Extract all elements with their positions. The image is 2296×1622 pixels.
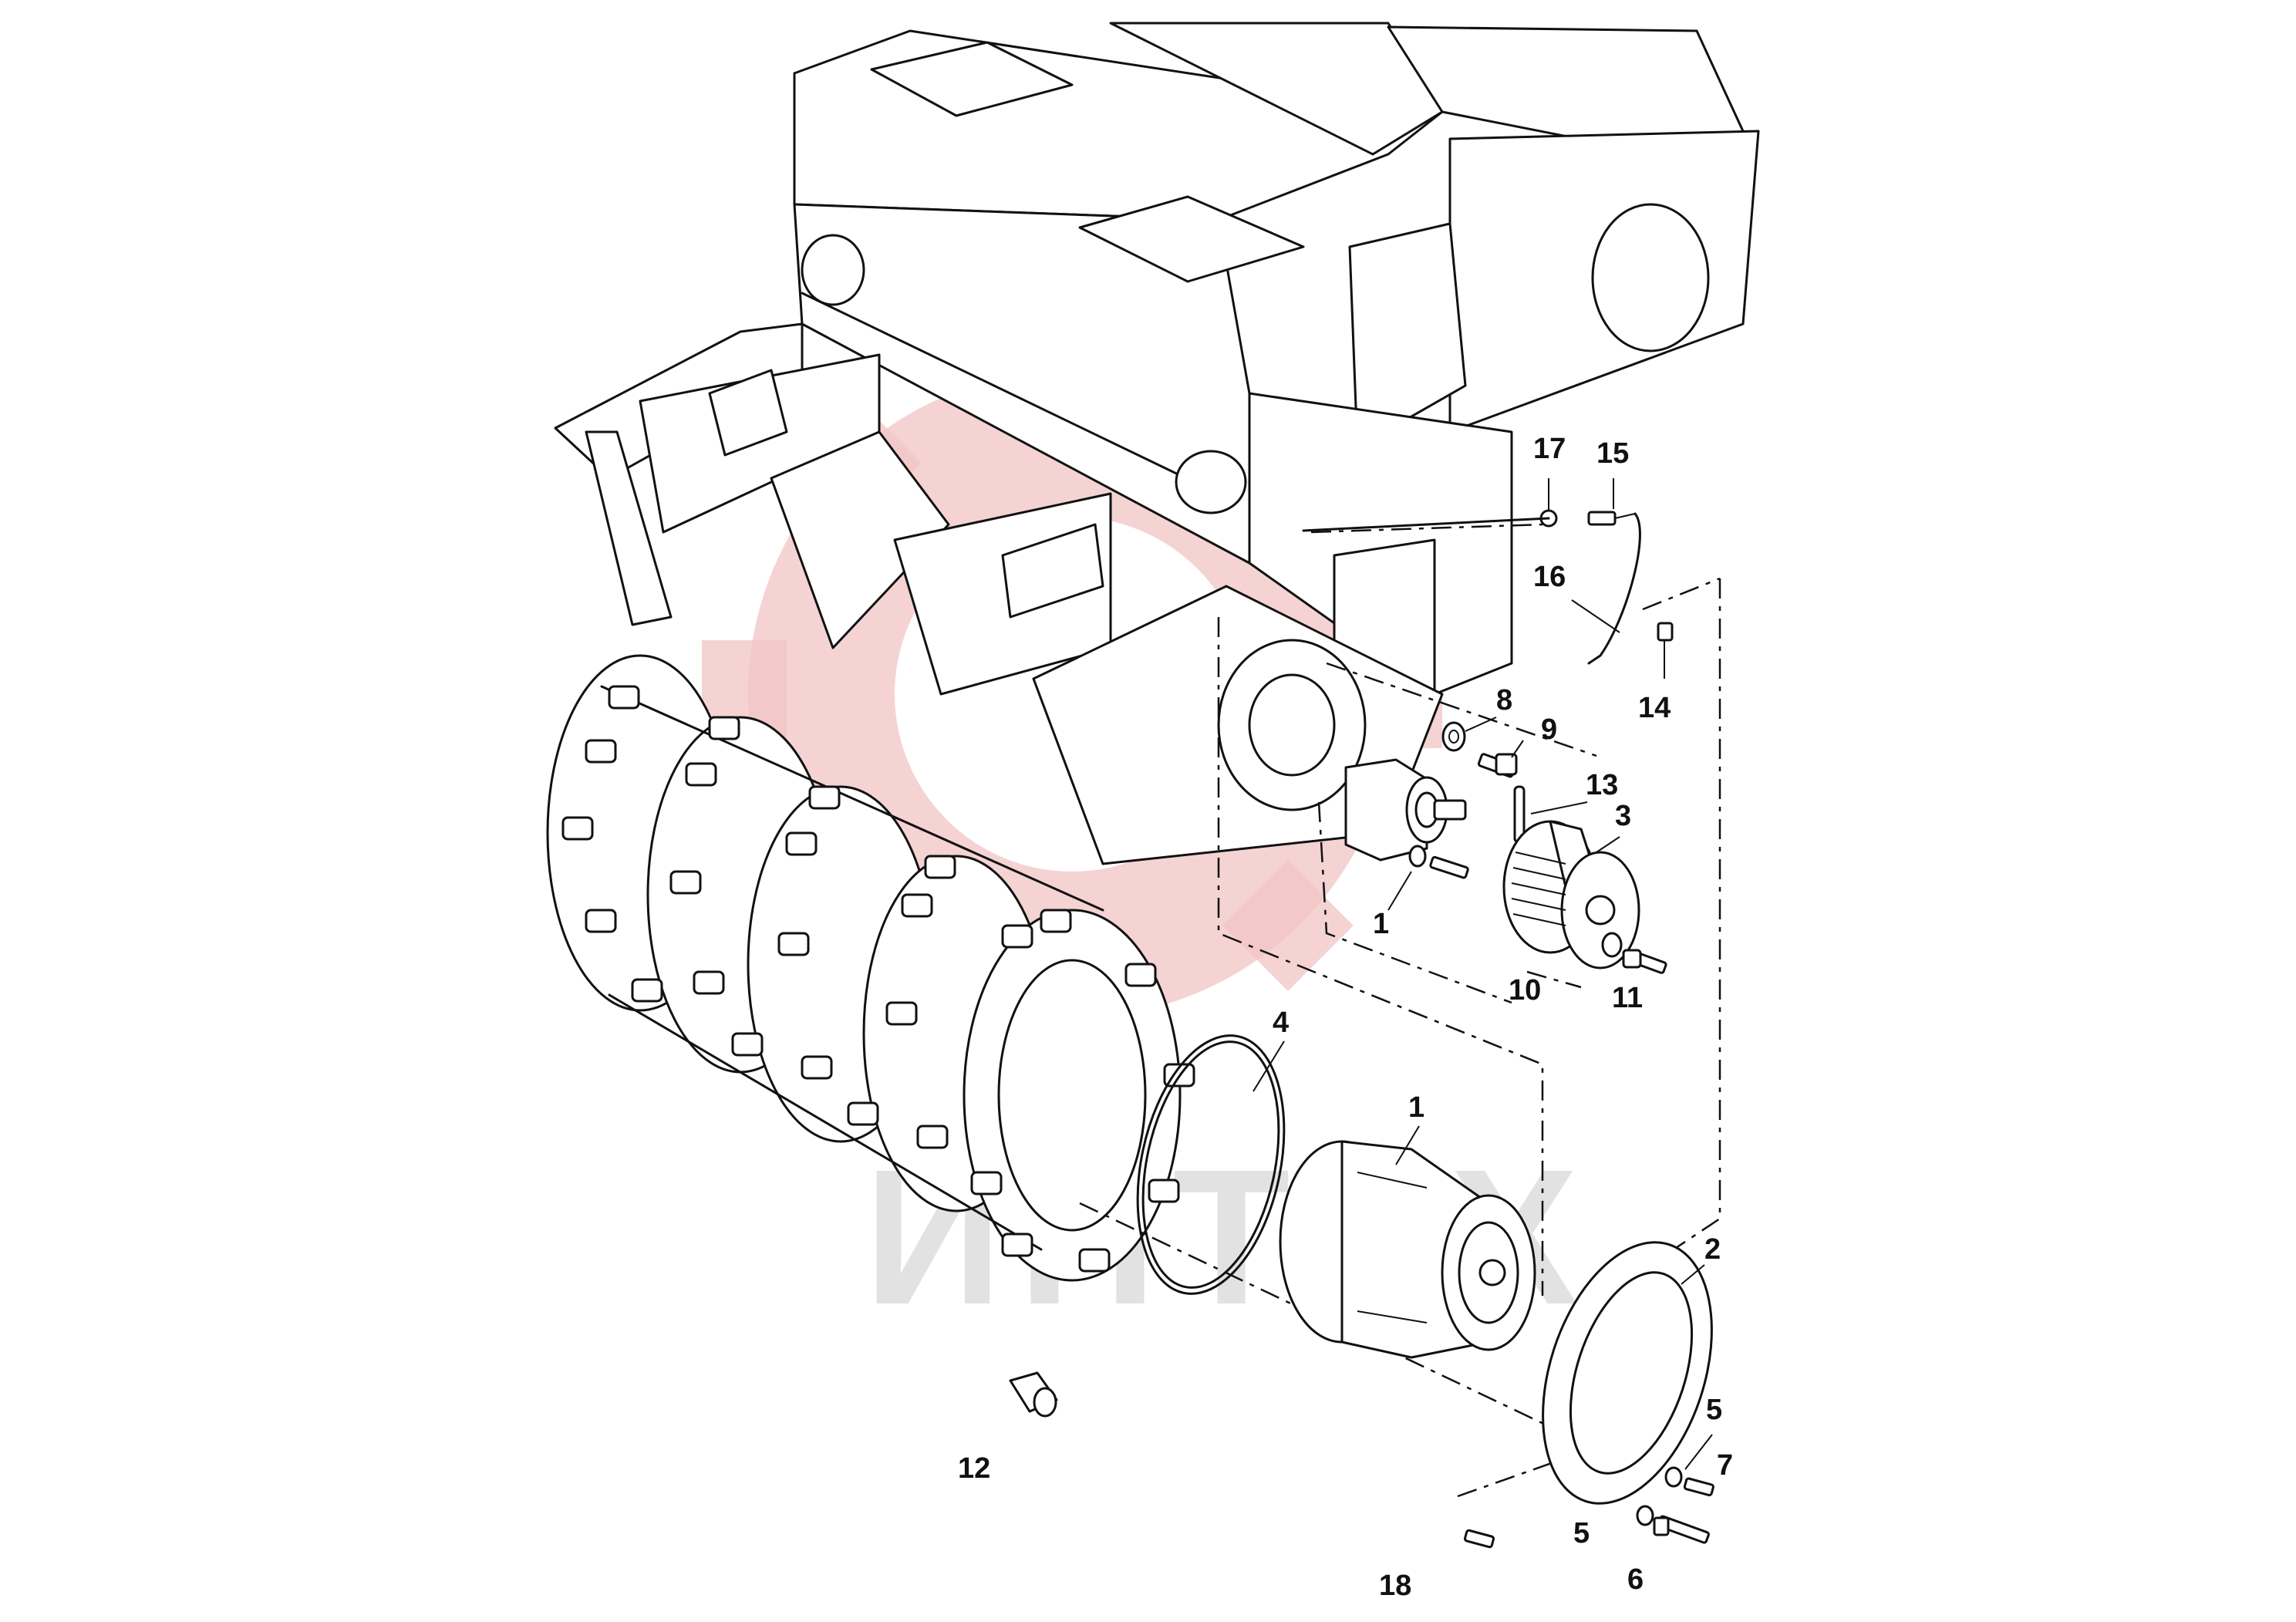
callout-labels: 1 1 2 3 4 5 5 6 7 8 9 10 11 12 13 14 15 … — [958, 433, 1733, 1602]
part-1-drum-gearbox — [1279, 1140, 1536, 1359]
callout-18: 18 — [1379, 1570, 1411, 1602]
callout-11: 11 — [1612, 982, 1643, 1014]
part-8-washer — [1441, 721, 1466, 752]
callout-13: 13 — [1586, 769, 1618, 801]
part-16-cable — [1587, 512, 1641, 665]
callout-3: 3 — [1615, 800, 1631, 832]
callout-17: 17 — [1533, 433, 1566, 465]
part-12-bushing — [1009, 1371, 1058, 1418]
motor-mount-bolt — [1408, 845, 1469, 879]
machine-frame — [554, 22, 1760, 865]
drum-cutting-teeth — [561, 685, 1195, 1273]
callout-9: 9 — [1541, 713, 1557, 746]
callout-16: 16 — [1533, 561, 1566, 593]
part-10-washer — [1601, 932, 1623, 958]
callout-15: 15 — [1596, 437, 1629, 470]
part-5-washer-lower — [1636, 1505, 1654, 1526]
callout-10: 10 — [1509, 974, 1541, 1007]
callout-4: 4 — [1273, 1007, 1289, 1039]
callout-14: 14 — [1638, 692, 1671, 724]
sensor-mount-line — [1302, 517, 1550, 532]
callout-8: 8 — [1496, 684, 1512, 717]
part-5-washer-upper — [1664, 1466, 1683, 1488]
part-2-flange-ring — [1542, 1241, 1713, 1505]
part-11-bolt — [1622, 949, 1667, 974]
callout-5-lower: 5 — [1573, 1517, 1590, 1549]
callout-7: 7 — [1717, 1449, 1733, 1482]
part-4-o-ring — [1136, 1034, 1286, 1295]
callout-1-upper: 1 — [1373, 908, 1389, 940]
part-9-bolt — [1477, 753, 1518, 778]
part-18-bolt — [1463, 1529, 1495, 1549]
callout-6: 6 — [1627, 1563, 1644, 1596]
milling-drum — [546, 654, 1195, 1282]
part-7-bolt — [1683, 1477, 1714, 1497]
part-1-hydraulic-motor-upper — [1344, 758, 1467, 862]
callout-2: 2 — [1704, 1233, 1721, 1266]
callout-5-upper: 5 — [1706, 1394, 1722, 1426]
part-6-bolt — [1653, 1515, 1710, 1544]
callout-12: 12 — [958, 1452, 990, 1485]
leader-lines — [1253, 478, 1713, 1470]
part-15-sensor — [1587, 511, 1636, 526]
callout-1-lower: 1 — [1408, 1091, 1424, 1124]
part-14-connector — [1657, 622, 1674, 642]
